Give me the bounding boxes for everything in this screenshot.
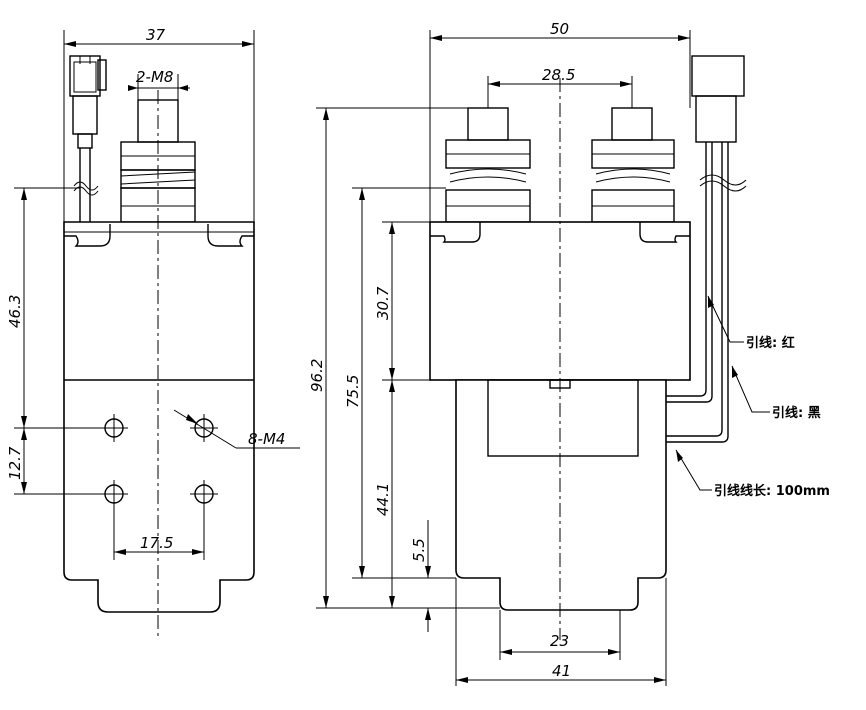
dim-12-7: 12.7	[6, 428, 100, 495]
dim-75-5: 75.5	[344, 187, 456, 579]
lead-wires-right	[666, 55, 747, 443]
note-lead-length-label: 引线线长: 100mm	[714, 483, 830, 499]
note-lead-length: 引线线长: 100mm	[675, 449, 830, 499]
dim-96-2-label: 96.2	[308, 359, 326, 392]
dim-5-5-label: 5.5	[410, 538, 428, 562]
dim-12-7-label: 12.7	[6, 446, 24, 480]
note-lead-black: 引线: 黑	[731, 365, 821, 421]
dim-28-5-label: 28.5	[542, 66, 575, 84]
dim-23: 23	[499, 610, 621, 660]
dim-28-5: 28.5	[487, 66, 633, 108]
note-lead-black-label: 引线: 黑	[772, 405, 821, 421]
dim-75-5-label: 75.5	[344, 375, 362, 408]
lower-body	[455, 379, 667, 611]
connector-plug	[69, 55, 107, 149]
dim-37-label: 37	[146, 26, 166, 44]
note-lead-red: 引线: 红	[707, 295, 795, 351]
dim-50: 50	[429, 20, 691, 222]
dim-5-5: 5.5	[410, 520, 431, 632]
dim-50-label: 50	[550, 20, 569, 38]
dim-41-label: 41	[552, 662, 571, 680]
terminal-stud-1	[445, 107, 531, 223]
dim-46-3: 46.3	[6, 187, 100, 429]
dim-2-m8: 2-M8	[128, 68, 190, 100]
dim-30-7: 30.7	[374, 221, 456, 381]
dim-30-7-label: 30.7	[374, 286, 392, 320]
dim-41: 41	[455, 578, 667, 686]
dim-96-2: 96.2	[308, 107, 500, 609]
dim-23-label: 23	[550, 632, 569, 650]
terminal-stud-2	[591, 107, 675, 223]
dim-44-1: 44.1	[374, 380, 395, 608]
right-view: 50 28.5 96.2 75.5	[308, 20, 830, 686]
note-lead-red-label: 引线: 红	[746, 335, 795, 351]
mounting-holes-left	[100, 414, 218, 560]
left-body	[63, 221, 255, 613]
dim-2-m8-label: 2-M8	[136, 68, 173, 86]
dim-46-3-label: 46.3	[6, 295, 24, 328]
dim-44-1-label: 44.1	[374, 483, 392, 516]
leader-8-m4: 8-M4	[173, 409, 300, 449]
dim-17-5: 17.5	[114, 534, 204, 555]
leader-8-m4-label: 8-M4	[248, 430, 285, 448]
left-view: 37 2-M8 46.3 12.7	[6, 26, 300, 640]
dim-37: 37	[63, 26, 255, 222]
dim-17-5-label: 17.5	[140, 534, 173, 552]
